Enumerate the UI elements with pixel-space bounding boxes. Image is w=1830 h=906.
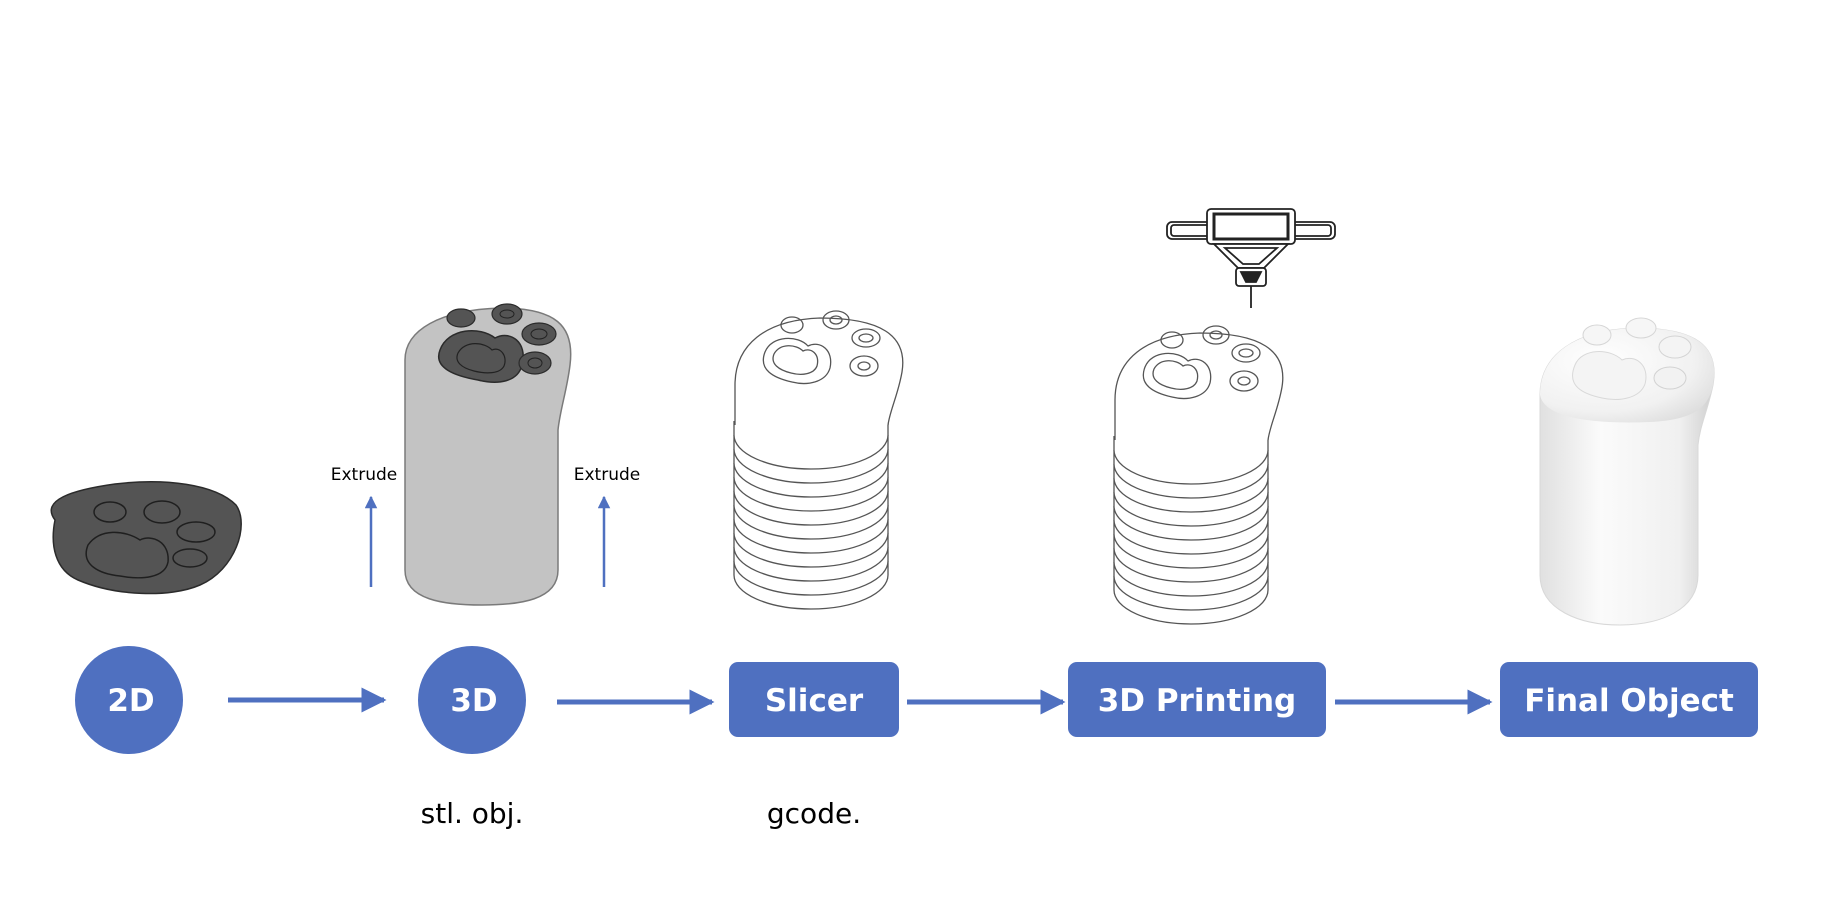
step-final-object: Final Object [1500, 662, 1758, 737]
step-slicer: Slicer [729, 662, 899, 737]
caption-3d-formats: stl. obj. [421, 797, 524, 830]
step-slicer-label: Slicer [765, 683, 864, 719]
print-head-icon [1166, 208, 1336, 308]
paw-3d-model-icon [404, 303, 572, 606]
sliced-paw-icon [733, 310, 904, 610]
step-3d: 3D [418, 646, 526, 754]
paw-2d-icon [50, 481, 242, 595]
step-2d: 2D [75, 646, 183, 754]
slice-layer [1113, 436, 1269, 485]
printing-paw-icon [1113, 325, 1284, 625]
extrude-label-left: Extrude [331, 465, 397, 485]
step-3d-label: 3D [450, 683, 497, 719]
step-final-object-label: Final Object [1524, 683, 1734, 719]
step-3d-printing-label: 3D Printing [1098, 683, 1297, 719]
step-2d-label: 2D [107, 683, 154, 719]
extrude-arrow-left: Extrude [331, 465, 397, 587]
caption-slicer-format: gcode. [767, 797, 861, 830]
slice-layer [733, 421, 889, 470]
flow-arrows [228, 687, 1493, 715]
extrude-label-right: Extrude [574, 465, 640, 485]
step-3d-printing: 3D Printing [1068, 662, 1326, 737]
extrude-arrow-right: Extrude [574, 465, 640, 587]
final-object-icon [1539, 317, 1715, 626]
